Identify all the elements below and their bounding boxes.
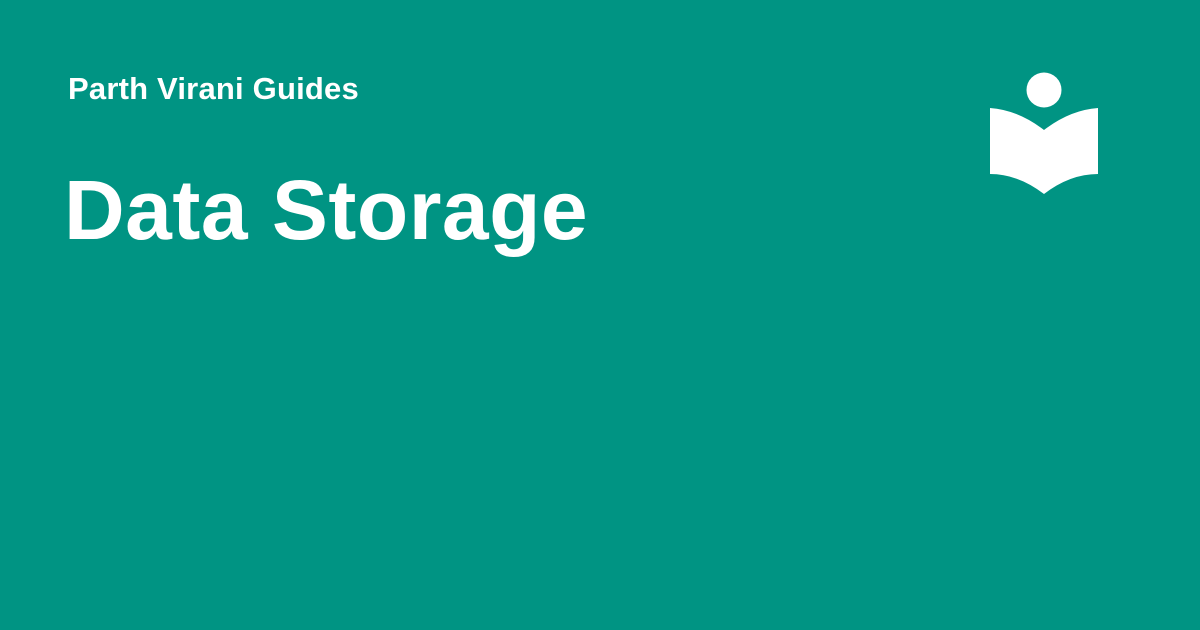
reading-person-book-icon (988, 70, 1100, 198)
brand-name: Parth Virani Guides (68, 71, 359, 106)
logo-head (1026, 72, 1062, 108)
logo-book (990, 108, 1098, 194)
page-title: Data Storage (64, 163, 589, 257)
